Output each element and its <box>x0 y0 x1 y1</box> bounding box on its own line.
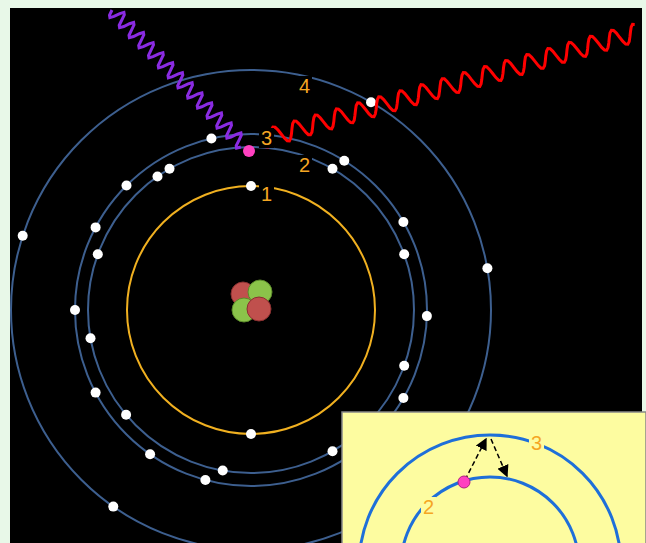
shell-1 <box>127 186 375 434</box>
electron <box>93 249 103 259</box>
electron <box>91 388 101 398</box>
electron <box>339 156 349 166</box>
inset <box>342 412 646 543</box>
electron <box>328 446 338 456</box>
electron <box>200 475 210 485</box>
electron <box>399 361 409 371</box>
electron <box>145 449 155 459</box>
shell-number: 4 <box>297 76 312 96</box>
inset-shell-number: 3 <box>529 433 544 453</box>
electron <box>246 429 256 439</box>
electron <box>218 466 228 476</box>
electron <box>398 217 408 227</box>
electron <box>399 249 409 259</box>
shell-number: 2 <box>297 155 312 175</box>
electron <box>91 222 101 232</box>
electron <box>366 97 376 107</box>
shell-number: 1 <box>259 184 274 204</box>
electron <box>398 393 408 403</box>
absorbed-photon <box>110 10 242 148</box>
shell-number: 3 <box>259 128 274 148</box>
electron <box>482 263 492 273</box>
excited-electron <box>243 145 255 157</box>
electron <box>70 305 80 315</box>
inset-shell-number: 2 <box>421 497 436 517</box>
electron <box>122 181 132 191</box>
electron <box>18 231 28 241</box>
electron <box>206 134 216 144</box>
electron <box>165 164 175 174</box>
emitted-photon <box>260 24 635 147</box>
electron <box>153 172 163 182</box>
electron <box>121 410 131 420</box>
electron <box>246 181 256 191</box>
electron <box>108 502 118 512</box>
electron <box>86 333 96 343</box>
electron <box>422 311 432 321</box>
nucleus <box>231 280 272 322</box>
electron <box>328 164 338 174</box>
